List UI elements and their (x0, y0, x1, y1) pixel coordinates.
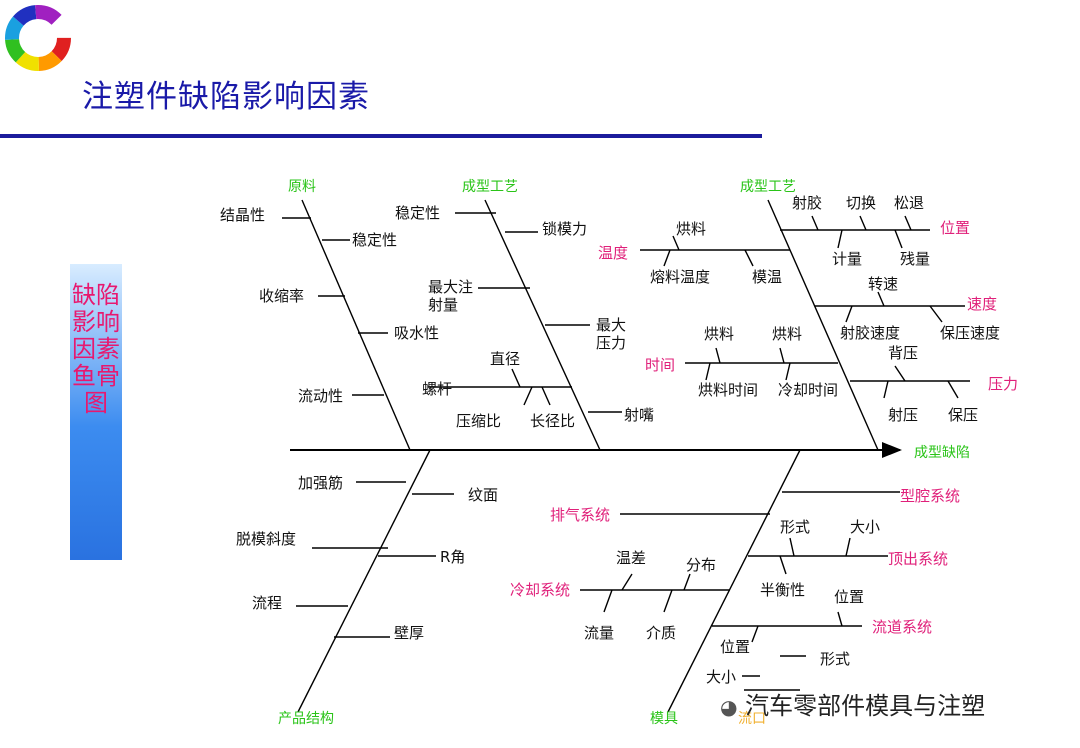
factor-shrinkage: 收缩率 (259, 287, 305, 305)
group-ejector-system: 顶出系统 (888, 550, 949, 568)
factor-flow-length: 流程 (252, 594, 283, 612)
factor-distribution: 分布 (686, 556, 717, 574)
wechat-icon: ◕ (720, 695, 738, 719)
factor-machine-stability: 稳定性 (395, 204, 441, 222)
factor-max-shot-volume: 最大注射量 (428, 278, 474, 314)
bone-process-2 (767, 199, 879, 451)
factor-flowability: 流动性 (298, 387, 344, 405)
title-underline (0, 134, 762, 138)
factor-temp-diff: 温差 (616, 549, 647, 567)
watermark-text: ◕ 汽车零部件模具与注塑 (720, 686, 985, 721)
factor-mold-size: 大小 (850, 518, 881, 536)
factor-rib: 加强筋 (298, 474, 344, 492)
group-position: 位置 (940, 219, 971, 237)
side-label-box: 缺陷影响因素鱼骨图 (70, 264, 122, 560)
factor-nozzle: 射嘴 (624, 406, 655, 424)
factor-ld-ratio: 长径比 (530, 412, 576, 430)
factor-crystallinity: 结晶性 (220, 206, 266, 224)
factor-residual: 残量 (900, 250, 931, 268)
group-pressure: 压力 (988, 375, 1019, 393)
group-cooling-system: 冷却系统 (510, 581, 571, 599)
factor-balance: 半衡性 (760, 581, 806, 599)
factor-medium: 介质 (646, 624, 677, 642)
factor-flow-rate: 流量 (584, 624, 615, 642)
factor-melt-temp: 熔料温度 (650, 268, 711, 286)
bone-mold (667, 449, 801, 713)
factor-runner-position: 位置 (834, 588, 865, 606)
group-vent-system: 排气系统 (550, 506, 611, 524)
factor-texture: 纹面 (468, 486, 499, 504)
factor-draft-angle: 脱模斜度 (236, 530, 297, 548)
category-process-2: 成型工艺 (740, 179, 796, 195)
bone-process-1 (484, 199, 601, 451)
category-raw-material: 原料 (288, 179, 316, 195)
factor-r-corner: R角 (440, 548, 466, 566)
factor-stability: 稳定性 (352, 231, 398, 249)
factor-metering: 计量 (832, 250, 863, 268)
factor-max-pressure: 最大压力 (596, 316, 627, 352)
factor-switch: 切换 (846, 194, 877, 212)
group-speed: 速度 (967, 295, 998, 313)
category-process-1: 成型工艺 (462, 179, 518, 195)
factor-hold-speed: 保压速度 (940, 324, 1001, 342)
group-runner-system: 流道系统 (872, 618, 933, 636)
factor-wall-thickness: 壁厚 (394, 624, 425, 642)
side-label: 缺陷影响因素鱼骨图 (72, 281, 120, 417)
factor-gate-size: 大小 (706, 668, 737, 686)
factor-back-pressure: 背压 (888, 344, 919, 362)
factor-gate-shape: 形式 (820, 650, 851, 668)
bone-raw-material (301, 199, 411, 451)
factor-cool-time: 冷却时间 (778, 381, 839, 399)
factor-shot-pressure: 射压 (888, 406, 919, 424)
factor-screw: 螺杆 (422, 380, 453, 398)
group-time: 时间 (645, 356, 676, 374)
category-mold: 模具 (650, 711, 678, 727)
watermark-label: 汽车零部件模具与注塑 (745, 692, 986, 720)
category-product: 产品结构 (278, 711, 334, 727)
factor-mold-shape: 形式 (780, 518, 811, 536)
effect-label: 成型缺陷 (914, 445, 970, 461)
group-cavity-system: 型腔系统 (900, 487, 961, 505)
bone-product (297, 449, 431, 713)
factor-shot-speed: 射胶速度 (840, 324, 901, 342)
factor-bake-1: 烘料 (704, 325, 735, 343)
factor-clamping-force: 锁模力 (542, 220, 588, 238)
category-gate: 流口 (738, 711, 766, 727)
factor-rpm: 转速 (868, 275, 899, 293)
factor-water-absorption: 吸水性 (394, 324, 440, 342)
factor-compression-ratio: 压缩比 (456, 412, 502, 430)
factor-hold-pressure: 保压 (948, 406, 979, 424)
group-temperature: 温度 (598, 244, 629, 262)
logo-ring-icon (5, 5, 71, 71)
factor-bake-2: 烘料 (772, 325, 803, 343)
factor-shot: 射胶 (792, 194, 823, 212)
factor-loosen: 松退 (894, 194, 925, 212)
factor-bake-time: 烘料时间 (698, 381, 759, 399)
factor-bake-material: 烘料 (676, 220, 707, 238)
factor-diameter: 直径 (490, 350, 521, 368)
factor-gate-position: 位置 (720, 638, 751, 656)
factor-mold-temp: 模温 (752, 268, 783, 286)
page-title: 注塑件缺陷影响因素 (82, 79, 370, 115)
